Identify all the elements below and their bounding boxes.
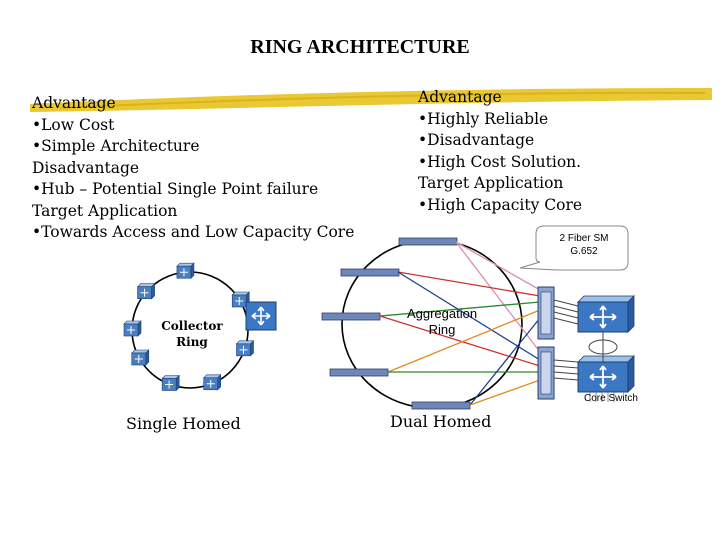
collector-ring-nodes xyxy=(123,262,255,392)
ring-node-device-icon xyxy=(411,401,471,410)
left-line: •Simple Architecture xyxy=(32,137,200,155)
fiber-link xyxy=(469,317,541,406)
highlighter-stroke-edge xyxy=(59,91,706,109)
aggregation-ring-nodes xyxy=(321,237,471,410)
fiber-callout-text: 2 Fiber SM G.652 xyxy=(559,233,609,257)
left-line: Disadvantage xyxy=(32,158,140,177)
core-switch-label: Core Switch xyxy=(584,393,638,404)
edge-switch-icon xyxy=(136,282,156,300)
edge-switch-icon xyxy=(235,340,255,357)
ring-node-device-icon xyxy=(398,237,458,246)
collector-ring-label: Collector Ring xyxy=(161,319,223,349)
fiber-link xyxy=(387,309,541,373)
left-line: Target Application xyxy=(32,201,178,220)
single-homed-text-block: Advantage •Low Cost •Simple Architecture… xyxy=(32,93,354,244)
right-line: Target Application xyxy=(418,174,564,192)
left-line: •Low Cost xyxy=(32,115,115,134)
fiber-link xyxy=(469,379,541,406)
fiber-link xyxy=(455,241,541,353)
fiber-links xyxy=(379,241,541,406)
aggregation-switch-icon xyxy=(537,346,555,400)
fiber-link xyxy=(379,315,541,367)
ring-node-device-icon xyxy=(340,268,400,277)
aggregation-ring-label: Aggregation Ring xyxy=(406,306,478,337)
single-homed-caption: Single Homed xyxy=(126,414,241,433)
aggregation-switch-icon xyxy=(537,286,555,340)
slide-title: RING ARCHITECTURE xyxy=(250,36,470,58)
left-line: •Towards Access and Low Capacity Core xyxy=(32,223,355,241)
left-line: Advantage xyxy=(32,94,116,112)
edge-switch-icon xyxy=(123,320,142,337)
ring-node-device-icon xyxy=(329,368,389,377)
fiber-link xyxy=(455,241,541,291)
edge-switch-icon xyxy=(161,374,180,392)
right-line: •Highly Reliable xyxy=(418,109,549,128)
core-switch-stubs xyxy=(589,392,615,402)
ring-node-device-icon xyxy=(321,312,381,321)
right-line: Advantage xyxy=(418,88,502,106)
core-switch-icon xyxy=(577,355,635,393)
right-line: •High Cost Solution. xyxy=(418,152,582,171)
right-line: •High Capacity Core xyxy=(418,195,583,214)
core-switch-icon xyxy=(577,295,635,333)
dual-homed-caption: Dual Homed xyxy=(390,412,492,431)
fiber-link xyxy=(397,271,541,297)
fiber-link xyxy=(397,271,541,361)
edge-switch-icon xyxy=(176,262,195,279)
fiber-callout-bubble xyxy=(519,225,629,271)
edge-switch-icon xyxy=(131,349,150,366)
collector-hub-switch-icon xyxy=(245,301,277,331)
right-line: •Disadvantage xyxy=(418,131,535,149)
fiber-link xyxy=(379,301,541,317)
left-line: •Hub – Potential Single Point failure xyxy=(32,180,319,198)
dual-homed-text-block: Advantage •Highly Reliable •Disadvantage… xyxy=(418,87,582,216)
core-uplinks xyxy=(553,299,579,381)
edge-switch-icon xyxy=(203,374,222,391)
